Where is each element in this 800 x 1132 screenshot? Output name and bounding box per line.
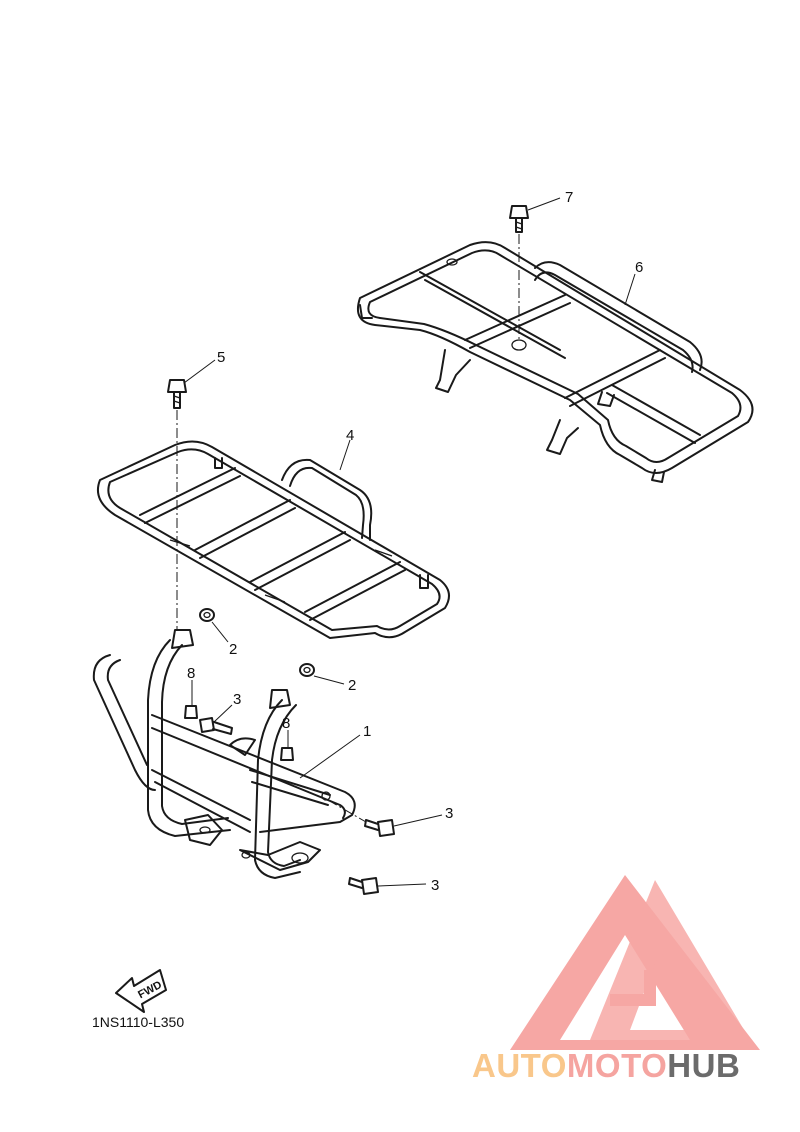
- callout-5: 5: [217, 349, 225, 366]
- bolt-3-lower: [348, 877, 379, 895]
- watermark-brand-moto: MOTO: [566, 1047, 668, 1084]
- leader-lines: [183, 197, 636, 887]
- grommet-lower: [299, 663, 315, 677]
- bolt-7: [509, 205, 529, 233]
- callout-1: 1: [363, 723, 371, 740]
- callout-3: 3: [431, 877, 439, 894]
- callout-3: 3: [233, 691, 241, 708]
- bolt-8-right: [280, 747, 294, 761]
- bolt-3-upper: [199, 717, 233, 735]
- bolt-5: [167, 379, 187, 409]
- callout-8: 8: [282, 715, 290, 732]
- callout-7: 7: [565, 189, 573, 206]
- watermark-brand: AUTOMOTOHUB: [472, 1046, 792, 1086]
- watermark-logo-icon: [510, 875, 760, 1050]
- callout-4: 4: [346, 427, 354, 444]
- bolt-8-left: [184, 705, 198, 719]
- callout-6: 6: [635, 259, 643, 276]
- callout-2: 2: [348, 677, 356, 694]
- watermark-brand-auto: AUTO: [472, 1047, 567, 1084]
- callout-2: 2: [229, 641, 237, 658]
- grommet-upper: [199, 608, 215, 622]
- guard: [92, 629, 356, 879]
- rear-carrier: [356, 241, 754, 483]
- alignment-line: [327, 799, 367, 823]
- diagram-code: 1NS1110-L350: [92, 1014, 185, 1030]
- fwd-arrow-icon: FWD: [115, 969, 167, 1013]
- callout-8: 8: [187, 665, 195, 682]
- callout-3: 3: [445, 805, 453, 822]
- watermark-brand-hub: HUB: [667, 1047, 741, 1084]
- front-carrier: [96, 440, 450, 639]
- bolt-3-middle: [364, 819, 395, 837]
